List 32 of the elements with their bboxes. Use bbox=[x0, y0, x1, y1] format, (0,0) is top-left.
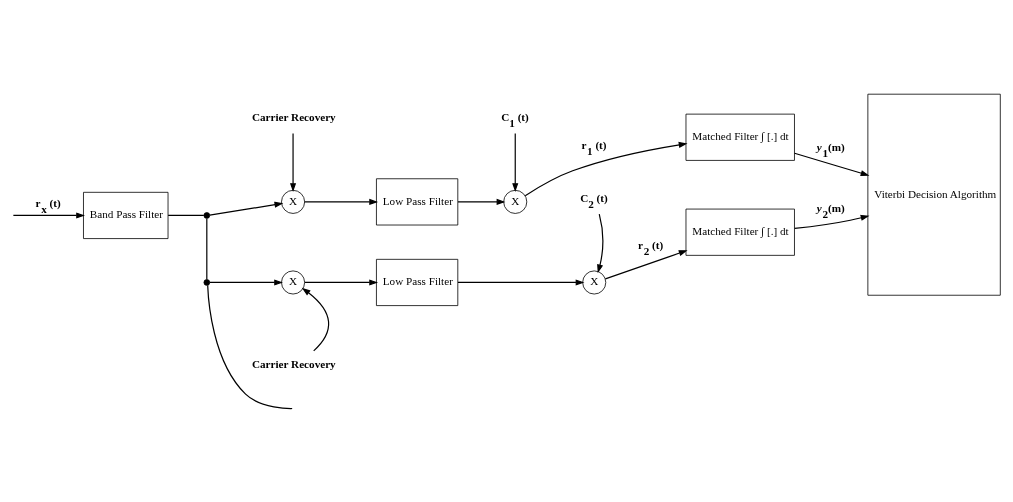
arrow bbox=[457, 198, 506, 205]
node-box: Matched Filter ∫ [.] dt bbox=[685, 113, 795, 161]
node-box: Low Pass Filter bbox=[376, 177, 459, 225]
node-box: Viterbi Decision Algorithm bbox=[867, 93, 1001, 296]
arrow bbox=[794, 214, 870, 229]
node-text: Carrier Recovery bbox=[251, 357, 336, 370]
arrow bbox=[12, 211, 85, 219]
node-circle: X bbox=[503, 189, 528, 214]
arrow bbox=[304, 278, 379, 286]
node-circle: X bbox=[281, 189, 306, 214]
connector bbox=[206, 217, 208, 280]
node-circle bbox=[203, 211, 211, 219]
arrow bbox=[304, 198, 379, 205]
arrow bbox=[794, 152, 870, 176]
arrow bbox=[209, 278, 284, 286]
arrow bbox=[209, 201, 284, 216]
node-box: Matched Filter ∫ [.] dt bbox=[685, 208, 795, 256]
connector bbox=[167, 214, 205, 216]
arrow bbox=[301, 287, 330, 351]
node-box: Low Pass Filter bbox=[376, 258, 459, 306]
arrow bbox=[597, 213, 604, 273]
node-circle: X bbox=[281, 270, 306, 294]
node-circle: X bbox=[582, 270, 607, 294]
node-circle bbox=[203, 278, 211, 286]
arrow bbox=[289, 132, 297, 192]
node-text: Carrier Recovery bbox=[251, 110, 336, 123]
arrow bbox=[524, 141, 688, 196]
arrow bbox=[512, 132, 519, 192]
arrow bbox=[457, 278, 585, 286]
connector bbox=[207, 284, 293, 409]
node-box: Band Pass Filter bbox=[83, 191, 169, 239]
arrow bbox=[604, 249, 688, 279]
